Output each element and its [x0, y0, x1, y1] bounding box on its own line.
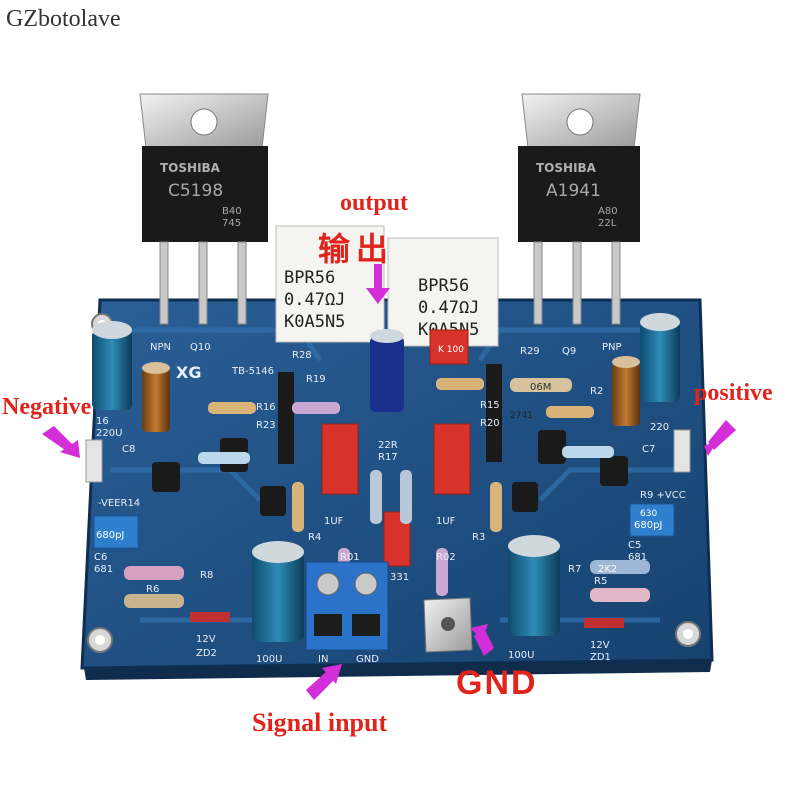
- silk-r28: R28: [292, 350, 312, 361]
- transistor-right: TOSHIBA A1941 A80 22L: [518, 93, 641, 325]
- res-2741: 2741: [510, 411, 533, 421]
- silk-c681: 681: [94, 564, 113, 575]
- transistor-left-code1: B40: [222, 206, 242, 217]
- silk-c6: C6: [94, 552, 107, 563]
- zener-diode-right: [584, 618, 624, 628]
- cap-k100: K 100: [438, 345, 464, 355]
- gnd-label: GND: [456, 664, 538, 702]
- silk-pnp: PNP: [602, 342, 622, 353]
- silk-zd2: ZD2: [196, 648, 217, 659]
- silk-r6: R6: [146, 584, 159, 595]
- small-resistors: [124, 378, 650, 608]
- output-label: output: [340, 190, 409, 216]
- resistor-right-line2: 0.47ΩJ: [418, 298, 479, 318]
- silk-r29: R29: [520, 346, 540, 357]
- silk-in: IN: [318, 654, 328, 665]
- silk-r2: R2: [590, 386, 603, 397]
- silk-tb: TB-5146: [231, 366, 274, 377]
- driver-transistors: [152, 364, 628, 516]
- silk-r02: R02: [436, 552, 456, 563]
- silk-r8: R8: [200, 570, 213, 581]
- negative-power-pin: [85, 439, 103, 483]
- silk-c16: 16: [96, 416, 109, 427]
- silk-r3: R3: [472, 532, 485, 543]
- transistor-left-part: C5198: [168, 181, 223, 201]
- transistor-left: TOSHIBA C5198 B40 745: [139, 93, 269, 325]
- annotation-arrows: [42, 264, 736, 700]
- res-06m: 06M: [530, 382, 551, 393]
- signal-input-arrow-icon: [306, 664, 342, 700]
- cap-630: 630: [640, 509, 657, 519]
- silk-22r: 22R: [378, 440, 398, 451]
- zener-diode-left: [190, 612, 230, 622]
- silk-r17: R17: [378, 452, 398, 463]
- gnd-arrow-icon: [470, 624, 494, 656]
- silk-12v-left: 12V: [196, 634, 216, 645]
- silk-r20: R20: [480, 418, 500, 429]
- transistor-right-code2: 22L: [598, 218, 617, 229]
- electrolytic-capacitors: [92, 313, 680, 642]
- silk-r15: R15: [480, 400, 500, 411]
- silk-q9: Q9: [562, 346, 576, 357]
- watermark: GZbotolave: [6, 6, 121, 32]
- cap-680-left: 680pJ: [96, 530, 124, 541]
- resistor-left-line1: BPR56: [284, 268, 335, 288]
- positive-power-pin: [673, 429, 691, 473]
- silk-c220u: 220U: [96, 428, 122, 439]
- film-capacitors: [321, 329, 471, 567]
- silk-r4: R4: [308, 532, 321, 543]
- silk-r16: R16: [256, 402, 276, 413]
- silk-vcc: R9 +VCC: [640, 490, 686, 501]
- silk-xg: XG: [176, 363, 201, 382]
- silk-npn: NPN: [150, 342, 171, 353]
- gnd-lug: [423, 597, 473, 653]
- silk-r7: R7: [568, 564, 581, 575]
- signal-terminal-block: [305, 561, 389, 651]
- ceramic-resistor-left: BPR56 0.47ΩJ K0A5N5: [275, 225, 385, 343]
- silk-r5: R5: [594, 576, 607, 587]
- silk-zd1: ZD1: [590, 652, 611, 663]
- transistor-right-brand: TOSHIBA: [536, 161, 597, 175]
- silk-c5-681: 681: [628, 552, 647, 563]
- silk-r23: R23: [256, 420, 276, 431]
- silk-100u-left: 100U: [256, 654, 282, 665]
- silk-c5: C5: [628, 540, 641, 551]
- transistor-left-brand: TOSHIBA: [160, 161, 221, 175]
- silk-c220: 220: [650, 422, 669, 433]
- silk-12v-right: 12V: [590, 640, 610, 651]
- negative-arrow-icon: [42, 426, 80, 458]
- cap-680-right: 680pJ: [634, 520, 662, 531]
- silk-c7: C7: [642, 444, 655, 455]
- resistor-right-line1: BPR56: [418, 276, 469, 296]
- silk-100u-right: 100U: [508, 650, 534, 661]
- transistor-right-part: A1941: [546, 181, 601, 201]
- negative-label: Negative: [2, 394, 92, 420]
- silk-q10: Q10: [190, 342, 211, 353]
- signal-input-label: Signal input: [252, 708, 388, 737]
- output-label-chinese: 输出: [318, 230, 395, 268]
- positive-arrow-icon: [704, 420, 736, 456]
- silk-veer: -VEER14: [98, 498, 140, 509]
- silk-r19: R19: [306, 374, 326, 385]
- box-capacitors: [93, 503, 675, 549]
- res-2k2: 2K2: [598, 564, 617, 575]
- output-arrow-icon: [366, 264, 390, 304]
- silk-331: 331: [390, 572, 409, 583]
- component-markings: K 100 06M 2K2 2741 680pJ 680pJ 630: [96, 345, 662, 575]
- resistor-left-line2: 0.47ΩJ: [284, 290, 345, 310]
- silk-1uf-left: 1UF: [324, 516, 344, 527]
- positive-label: positive: [694, 380, 773, 406]
- silk-gnd: GND: [356, 654, 379, 665]
- silk-r01: R01: [340, 552, 360, 563]
- resistor-left-line3: K0A5N5: [284, 312, 345, 332]
- transistor-left-code2: 745: [222, 218, 241, 229]
- transistor-right-code1: A80: [598, 206, 618, 217]
- silk-1uf-right: 1UF: [436, 516, 456, 527]
- silk-c8: C8: [122, 444, 135, 455]
